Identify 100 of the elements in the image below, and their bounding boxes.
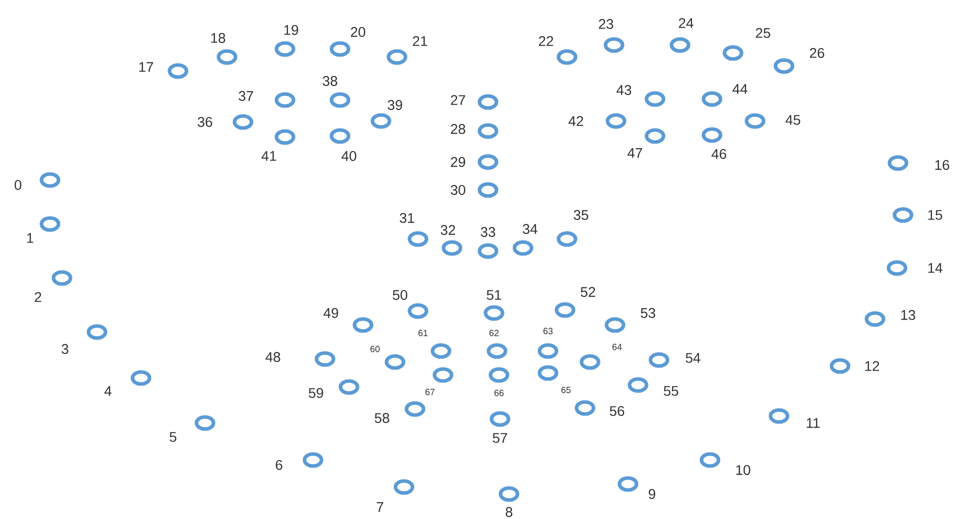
landmark-ring — [168, 63, 188, 79]
point-number: 0 — [14, 180, 22, 190]
point-number: 4 — [104, 386, 112, 396]
point-number: 55 — [664, 386, 678, 396]
landmark-ring — [194, 415, 216, 431]
landmark-ring — [274, 92, 296, 108]
point-number: 2 — [34, 292, 42, 302]
point-number: 5 — [170, 432, 176, 442]
landmark-ring — [512, 240, 534, 256]
point-number: 9 — [648, 489, 656, 499]
point-number: 58 — [374, 413, 390, 423]
point-number: 51 — [486, 290, 502, 300]
point-number: 46 — [712, 149, 726, 159]
landmark-ring — [52, 270, 72, 286]
landmark-ring — [618, 476, 638, 492]
landmark-ring — [302, 452, 324, 468]
landmark-ring — [404, 401, 426, 417]
point-number: 43 — [616, 85, 632, 95]
point-number: 28 — [450, 124, 466, 134]
point-number: 47 — [628, 148, 642, 158]
landmark-ring — [628, 377, 648, 393]
point-number: 22 — [538, 36, 554, 46]
landmark-ring — [370, 113, 392, 129]
landmark-ring — [554, 302, 576, 318]
landmark-ring — [702, 127, 722, 143]
point-number: 18 — [211, 33, 226, 43]
landmark-ring — [604, 37, 624, 53]
landmark-ring — [606, 113, 626, 129]
landmark-ring — [490, 411, 510, 427]
landmark-ring — [886, 260, 908, 276]
landmark-ring — [744, 113, 766, 129]
landmark-ring — [330, 92, 350, 108]
landmark-ring — [478, 182, 498, 198]
landmark-ring — [774, 58, 794, 74]
landmark-ring — [330, 128, 350, 144]
landmark-ring — [408, 303, 428, 319]
landmark-ring — [86, 324, 108, 340]
landmark-ring — [130, 370, 152, 386]
landmark-ring — [338, 379, 360, 395]
point-number: 67 — [425, 388, 435, 396]
landmark-ring — [330, 41, 350, 57]
point-number: 25 — [756, 28, 770, 38]
point-number: 64 — [612, 344, 622, 350]
point-number: 48 — [266, 352, 280, 362]
landmark-ring — [478, 243, 498, 259]
landmark-ring — [580, 354, 600, 370]
point-number: 10 — [736, 465, 750, 475]
point-number: 7 — [376, 502, 384, 512]
landmark-ring — [478, 94, 498, 110]
point-number: 12 — [865, 361, 880, 371]
landmark-ring — [670, 37, 690, 53]
landmark-ring — [556, 231, 578, 247]
landmark-ring — [432, 367, 454, 383]
point-number: 63 — [543, 328, 553, 334]
landmark-ring — [232, 114, 254, 130]
point-number: 41 — [262, 151, 276, 161]
point-number: 8 — [506, 507, 512, 517]
landmark-ring — [486, 343, 508, 359]
point-number: 49 — [324, 308, 338, 318]
landmark-ring — [40, 216, 60, 232]
point-number: 38 — [322, 76, 338, 86]
landmark-ring — [478, 123, 498, 139]
landmark-ring — [484, 305, 504, 321]
point-number: 19 — [284, 25, 298, 35]
landmark-ring — [314, 351, 336, 367]
point-number: 14 — [928, 263, 942, 273]
landmark-ring — [644, 128, 666, 144]
point-number: 60 — [370, 346, 380, 352]
point-number: 42 — [568, 116, 584, 126]
point-number: 24 — [678, 18, 694, 28]
point-number: 44 — [732, 84, 748, 94]
landmark-ring — [274, 41, 296, 57]
point-number: 66 — [494, 390, 504, 396]
point-number: 13 — [901, 310, 916, 320]
point-number: 52 — [580, 287, 596, 297]
point-number: 1 — [27, 233, 34, 243]
landmark-ring — [274, 129, 296, 145]
landmark-ring — [352, 317, 374, 333]
landmark-ring — [888, 155, 908, 171]
point-number: 61 — [418, 330, 428, 336]
point-number: 27 — [450, 95, 466, 105]
landmark-ring — [768, 408, 790, 424]
landmark-ring — [498, 486, 520, 502]
landmark-ring — [722, 45, 744, 61]
landmark-ring — [700, 452, 720, 468]
landmark-ring — [556, 49, 578, 65]
landmark-ring — [538, 343, 558, 359]
landmark-ring — [478, 154, 498, 170]
point-number: 39 — [388, 100, 402, 110]
landmark-ring — [864, 311, 886, 327]
point-number: 16 — [935, 160, 950, 170]
point-number: 6 — [276, 460, 282, 470]
landmark-ring — [648, 352, 670, 368]
point-number: 17 — [139, 62, 154, 72]
point-number: 57 — [492, 433, 508, 443]
point-number: 54 — [686, 353, 700, 363]
landmark-ring — [408, 231, 428, 247]
point-number: 20 — [350, 27, 366, 37]
point-number: 23 — [598, 19, 614, 29]
landmark-ring — [604, 317, 626, 333]
